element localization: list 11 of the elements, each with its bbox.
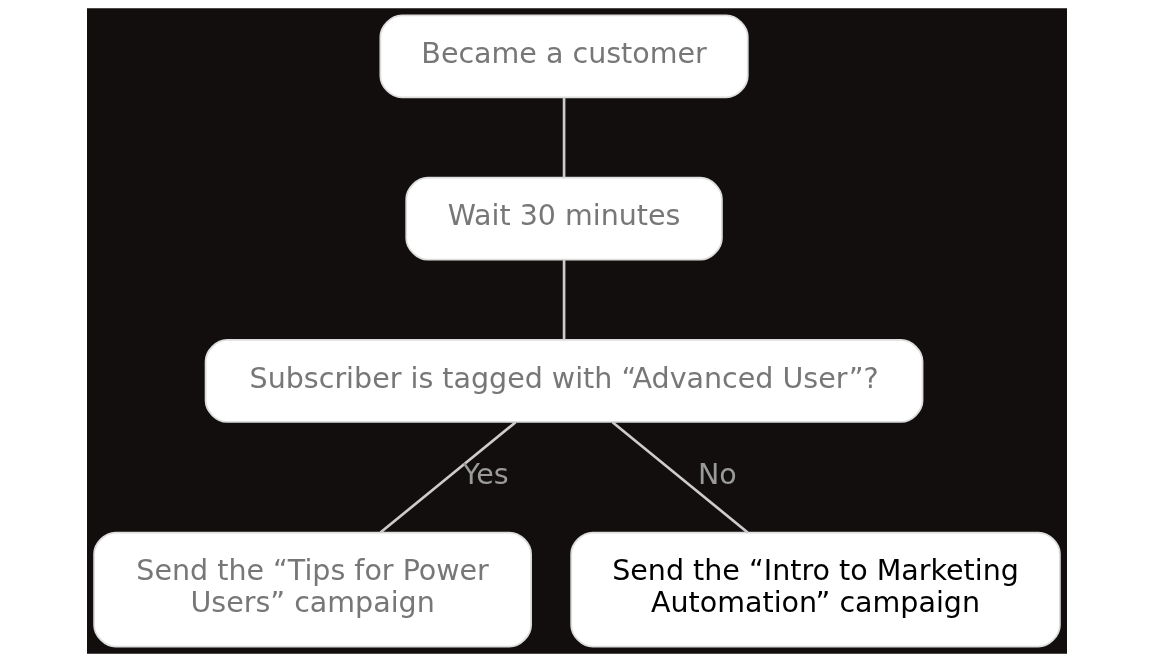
connector bbox=[562, 259, 566, 340]
node-box: Wait 30 minutes bbox=[405, 176, 723, 261]
connector bbox=[611, 421, 749, 534]
connector bbox=[379, 421, 517, 534]
node-box: Became a customer bbox=[379, 14, 749, 99]
node-box: Send the “Intro to Marketing Automation” campaign bbox=[570, 531, 1061, 648]
connector bbox=[562, 97, 566, 178]
edge-label: No bbox=[698, 458, 737, 492]
node-box: Send the “Tips for Power Users” campaign bbox=[93, 531, 532, 648]
node-box: Subscriber is tagged with “Advanced User”? bbox=[204, 339, 924, 423]
edge-label: Yes bbox=[462, 458, 509, 492]
